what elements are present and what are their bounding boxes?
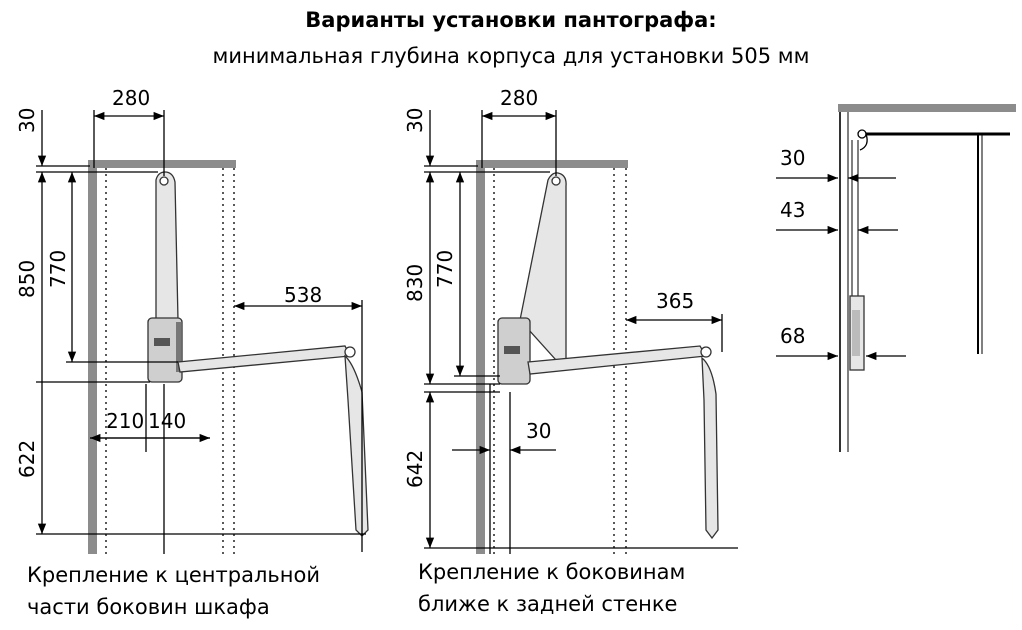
middle-dim-extension: 365 — [656, 289, 694, 313]
left-dim-total-height: 850 — [15, 260, 39, 298]
middle-caption: Крепление к боковинам ближе к задней сте… — [418, 556, 718, 620]
left-caption-line-1: Крепление к центральной — [27, 563, 320, 587]
left-dim-floor-height: 622 — [15, 440, 39, 478]
left-cabinet-side-panel — [88, 160, 97, 554]
left-dim-extension: 538 — [284, 283, 322, 307]
left-dim-top-width: 280 — [112, 86, 150, 110]
diagram-title: Варианты установки пантографа: — [305, 8, 717, 32]
middle-caption-line-1: Крепление к боковинам — [418, 560, 686, 584]
middle-caption-line-2: ближе к задней стенке — [418, 592, 678, 616]
right-cabinet-top-panel — [838, 104, 1016, 112]
left-dim-arm-height: 770 — [46, 250, 70, 288]
left-caption-line-2: части боковин шкафа — [27, 595, 270, 619]
left-cabinet-top-panel — [88, 160, 236, 168]
left-dim-left-offset: 210 — [106, 409, 144, 433]
middle-dim-offset: 30 — [526, 419, 551, 443]
middle-dim-arm-height: 770 — [433, 250, 457, 288]
left-dim-right-offset: 140 — [148, 409, 186, 433]
diagram-subtitle: минимальная глубина корпуса для установк… — [212, 44, 810, 68]
middle-variant — [424, 110, 738, 554]
right-pantograph-side — [849, 129, 1010, 371]
middle-dim-top-width: 280 — [500, 86, 538, 110]
left-dim-top-offset: 30 — [15, 108, 39, 133]
right-dim-b: 43 — [780, 198, 805, 222]
middle-cabinet-top-panel — [476, 160, 628, 168]
middle-pantograph — [497, 172, 719, 540]
middle-dim-total-height: 830 — [403, 264, 427, 302]
middle-dim-top-offset: 30 — [403, 108, 427, 133]
right-variant — [776, 104, 1016, 452]
right-dim-c: 68 — [780, 324, 805, 348]
left-variant — [36, 110, 369, 554]
middle-cabinet-side-panel — [476, 160, 485, 554]
left-pantograph — [147, 171, 369, 537]
left-caption: Крепление к центральной части боковин шк… — [27, 559, 347, 623]
middle-dim-floor-height: 642 — [403, 450, 427, 488]
right-dim-a: 30 — [780, 146, 805, 170]
